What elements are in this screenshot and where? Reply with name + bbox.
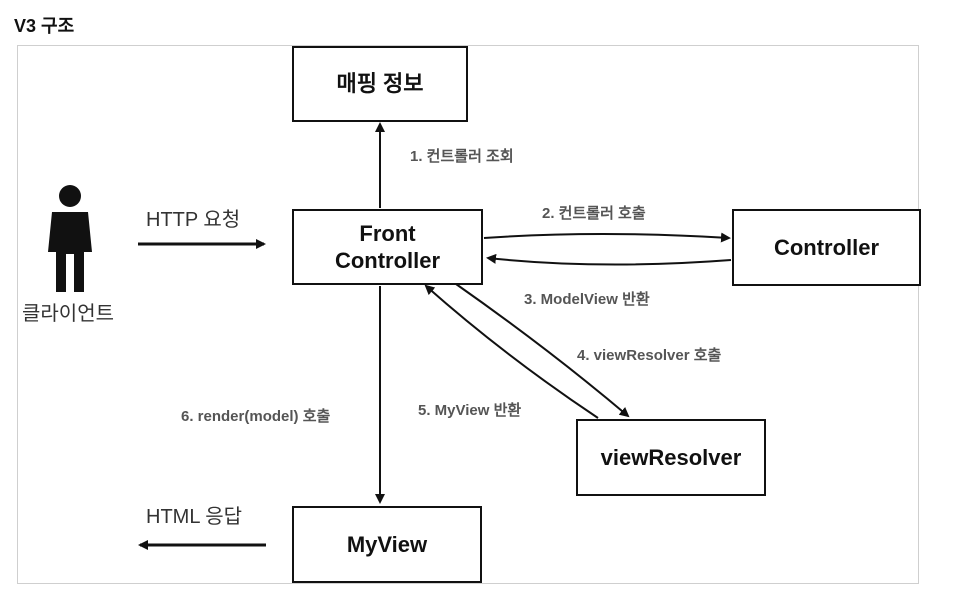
mapping-info-label: 매핑 정보: [336, 71, 424, 97]
step2-arrow: [483, 232, 731, 243]
controller-label: Controller: [773, 234, 880, 260]
my-view-label: MyView: [346, 531, 428, 557]
html-response-label: HTML 응답: [146, 506, 243, 528]
front-controller-box: Front Controller: [292, 209, 483, 285]
http-request-label: HTTP 요청: [146, 209, 241, 231]
step1-label: 1. 컨트롤러 조회: [410, 148, 514, 165]
my-view-box: MyView: [292, 506, 482, 583]
step5-label: 5. MyView 반환: [418, 402, 522, 419]
step4-label: 4. viewResolver 호출: [577, 347, 722, 364]
client-label: 클라이언트: [22, 303, 114, 325]
diagram-frame: [17, 45, 919, 584]
step6-label: 6. render(model) 호출: [181, 408, 331, 425]
person-icon: [48, 185, 92, 292]
step2-label: 2. 컨트롤러 호출: [542, 205, 646, 222]
mapping-info-box: 매핑 정보: [292, 46, 468, 122]
step3-arrow: [486, 253, 732, 266]
step4-arrow: [455, 283, 630, 418]
view-resolver-label: viewResolver: [600, 444, 742, 470]
page-title: V3 구조: [14, 16, 75, 36]
front-controller-label-line2: Controller: [334, 248, 441, 273]
view-resolver-box: viewResolver: [576, 419, 766, 496]
controller-box: Controller: [732, 209, 921, 286]
step3-label: 3. ModelView 반환: [524, 291, 650, 308]
front-controller-label-line1: Front: [359, 220, 416, 246]
step5-arrow: [424, 284, 599, 419]
